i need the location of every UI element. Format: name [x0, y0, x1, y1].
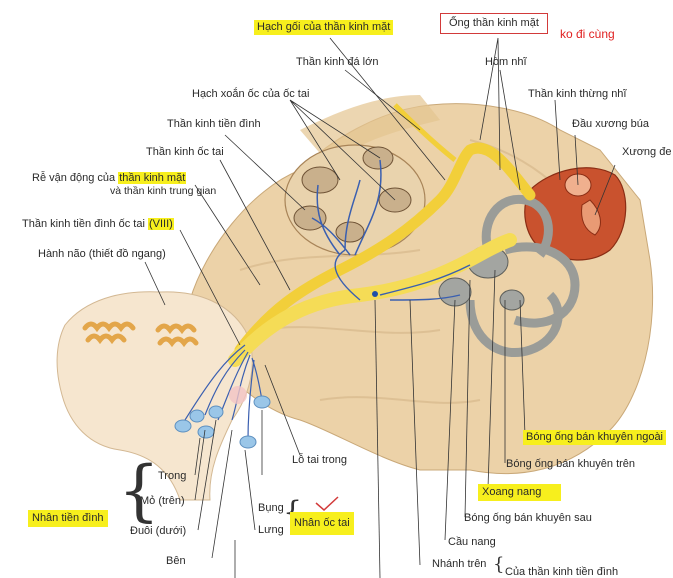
vestibular-nucleus-2	[189, 409, 205, 423]
vestibular-branches	[334, 249, 471, 301]
olive-right	[155, 323, 199, 348]
vestibular-nucleus-3	[197, 425, 215, 439]
label-re-van-dong: Rễ vận động của thần kinh mặt	[32, 172, 187, 185]
label-hanh-nao: Hành não (thiết đồ ngang)	[38, 248, 166, 260]
label-ben: Bên	[166, 555, 186, 567]
label-nhan-oc-tai: Nhân ốc tai	[290, 512, 354, 535]
label-than-kinh-da-lon: Thần kinh đá lớn	[296, 56, 379, 68]
label-bong-tren: Bóng ống bán khuyên trên	[506, 458, 636, 470]
leader-lines	[144, 37, 616, 578]
label-cau-nang: Cầu nang	[448, 536, 496, 548]
cochlea-turn-4	[293, 205, 327, 231]
bone-texture	[239, 139, 561, 404]
cochlea-turn-1	[301, 166, 339, 194]
lateral-canal	[503, 242, 580, 328]
brace-nhanh: {	[493, 554, 505, 575]
label-xuong-de: Xương đe	[622, 146, 672, 158]
label-hach-goi: Hạch gối của thần kinh mặt	[254, 20, 394, 35]
cochlea-turn-5	[335, 221, 365, 243]
vestibular-nucleus-4	[208, 405, 224, 419]
vestibular-nucleus-1	[174, 419, 192, 433]
cochlea-turn-2	[362, 146, 394, 170]
label-tk-tien-dinh-oc-tai: Thần kinh tiền đình ốc tai (VIII)	[22, 218, 174, 231]
scarpa-ganglion	[372, 291, 378, 297]
label-nhan-tien-dinh: Nhân tiền đình	[28, 510, 108, 527]
label-bong-sau: Bóng ống bán khuyên sau	[464, 512, 592, 524]
label-mo-tren: Mỏ (trên)	[140, 495, 185, 507]
cochlear-nucleus-ventral	[239, 435, 257, 449]
label-dau-xuong-bua: Đầu xương búa	[572, 118, 649, 130]
greater-petrosal-nerve	[393, 103, 457, 162]
spiral-ganglion-fibers	[311, 159, 382, 256]
label-ong-than-kinh-mat: Ống thần kinh mặt	[440, 13, 548, 34]
tk-viii-highlight: (VIII)	[147, 218, 174, 230]
ampulla	[499, 289, 525, 311]
label-cua-tk-tien-dinh: Của thần kinh tiền đình	[505, 566, 619, 578]
temporal-bone	[189, 103, 654, 475]
olive-left	[82, 321, 136, 345]
re-van-dong-prefix: Rễ vận động của	[32, 172, 116, 184]
tk-tien-dinh-oc-tai-prefix: Thần kinh tiền đình ốc tai	[22, 218, 145, 230]
incus	[581, 199, 601, 236]
facial-nerve	[234, 142, 536, 356]
label-bong-ngoai: Bóng ống bán khuyên ngoài	[523, 430, 667, 445]
label-nhanh-tren: Nhánh trên	[432, 558, 487, 570]
superior-canal	[481, 194, 553, 258]
label-than-kinh-tien-dinh: Thần kinh tiền đình	[167, 118, 261, 130]
label-hom-nhi: Hòm nhĩ	[485, 56, 527, 68]
brace-nhan-tien-dinh: {	[118, 452, 160, 529]
label-than-kinh-thung-nhi: Thần kinh thừng nhĩ	[528, 88, 627, 100]
label-bung: Bụng	[258, 502, 284, 514]
label-re-van-dong-line2: và thần kinh trung gian	[110, 185, 217, 197]
check-mark	[315, 496, 339, 512]
posterior-canal	[465, 291, 563, 358]
vestibulocochlear-nerve	[228, 233, 517, 367]
annotation-ko-di-cung: ko đi cùng	[560, 27, 615, 41]
medulla-section	[56, 291, 253, 501]
pink-nucleus	[229, 386, 247, 404]
label-lo-tai-trong: Lỗ tai trong	[292, 454, 348, 466]
label-hach-xoan-oc: Hạch xoắn ốc của ốc tai	[192, 88, 310, 100]
label-trong: Trong	[158, 470, 187, 482]
label-than-kinh-oc-tai: Thần kinh ốc tai	[146, 146, 224, 158]
cochlear-nucleus-dorsal	[253, 395, 271, 409]
label-duoi-duoi: Đuôi (dưới)	[130, 525, 187, 537]
label-lung: Lưng	[258, 524, 284, 536]
re-van-dong-highlight: thần kinh mặt	[118, 172, 187, 184]
label-xoang-nang: Xoang nang	[478, 484, 562, 501]
